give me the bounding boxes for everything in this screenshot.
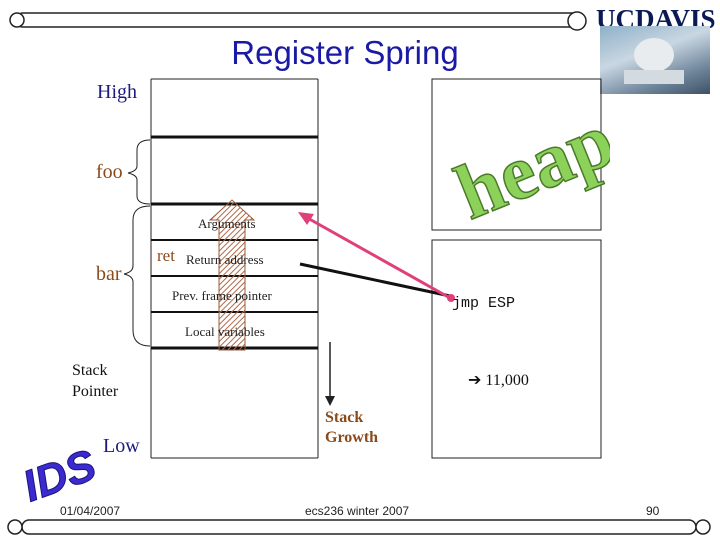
count-row: ➔ 11,000: [468, 370, 529, 390]
footer-date: 01/04/2007: [60, 504, 121, 518]
heap-wordart: heap: [443, 94, 610, 230]
stack-row-arguments: Arguments: [198, 216, 256, 231]
logo-photo: [600, 26, 710, 94]
stack-row-return-address: Return address: [186, 252, 264, 267]
stack-growth-line1: Stack: [325, 409, 364, 426]
label-high: High: [97, 81, 137, 103]
slide-title: Register Spring: [231, 34, 459, 71]
stack-row-prev-frame: Prev. frame pointer: [172, 288, 272, 303]
footer-course: ecs236 winter 2007: [305, 504, 410, 518]
bottom-scroll-decoration: [7, 519, 711, 535]
jmp-esp-label: jmp ESP: [452, 295, 516, 312]
label-bar: bar: [96, 263, 122, 285]
stack-row-local-vars: Local variables: [185, 324, 265, 339]
stack-growth-line2: Growth: [325, 429, 379, 446]
label-ret: ret: [157, 246, 175, 265]
stack-pointer-line2: Pointer: [72, 383, 119, 400]
top-scroll-decoration: [9, 11, 587, 31]
right-arrow-icon: ➔: [468, 372, 482, 389]
stack-pointer-label: Stack Pointer: [72, 360, 118, 402]
svg-text:IDS: IDS: [18, 440, 102, 510]
label-low: Low: [103, 435, 140, 457]
svg-text:heap: heap: [444, 95, 610, 230]
stack-growth-label: Stack Growth: [325, 408, 378, 448]
ids-wordart: IDS: [18, 440, 103, 510]
label-foo: foo: [96, 161, 123, 183]
stack-pointer-line1: Stack: [72, 362, 108, 379]
footer-page: 90: [646, 504, 660, 518]
count-value: 11,000: [485, 372, 529, 389]
